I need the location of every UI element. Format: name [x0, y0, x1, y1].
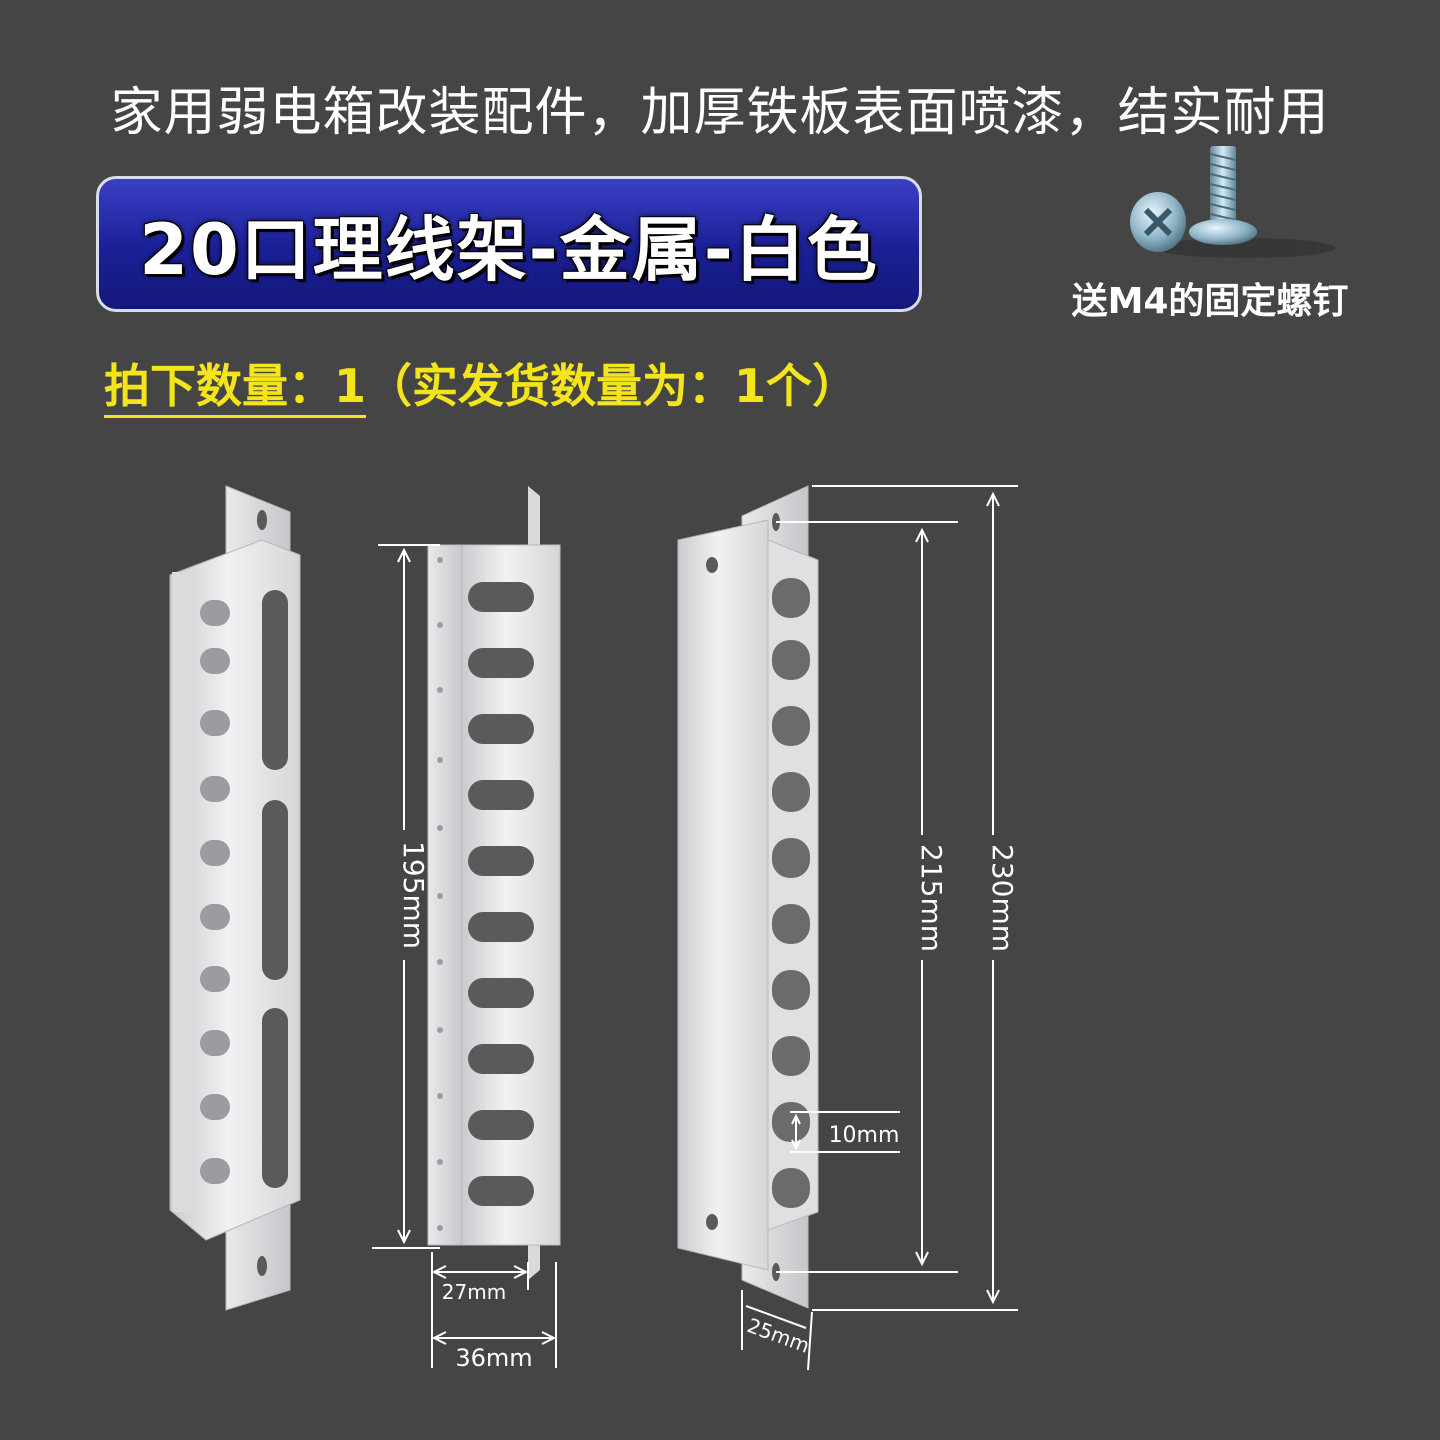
dim-215: 215mm	[915, 844, 948, 952]
dim-27: 27mm	[442, 1280, 506, 1304]
dimension-lines	[372, 485, 1018, 1371]
banner-title: 20口理线架-金属-白色	[139, 208, 879, 291]
rack-angled-view	[169, 485, 301, 1311]
dim-25: 25mm	[744, 1313, 813, 1358]
headline: 家用弱电箱改装配件，加厚铁板表面喷漆，结实耐用	[110, 83, 1330, 143]
rack-front-view	[427, 486, 561, 1280]
dim-230: 230mm	[986, 844, 1019, 952]
quantity-note: 拍下数量：1（实发货数量为：1个）	[104, 350, 859, 418]
screw-label: 送M4的固定螺钉	[1071, 281, 1349, 322]
dim-36: 36mm	[455, 1344, 532, 1372]
quantity-shipped: （实发货数量为：1个）	[366, 359, 859, 413]
screw-callout: 送M4的固定螺钉	[1050, 140, 1370, 322]
dim-195: 195mm	[397, 841, 430, 949]
dim-10: 10mm	[829, 1123, 900, 1148]
screw-icon	[1130, 146, 1335, 258]
rack-side-view	[677, 485, 819, 1309]
title-banner: 20口理线架-金属-白色	[96, 176, 922, 312]
quantity-ordered: 拍下数量：1	[104, 359, 367, 418]
